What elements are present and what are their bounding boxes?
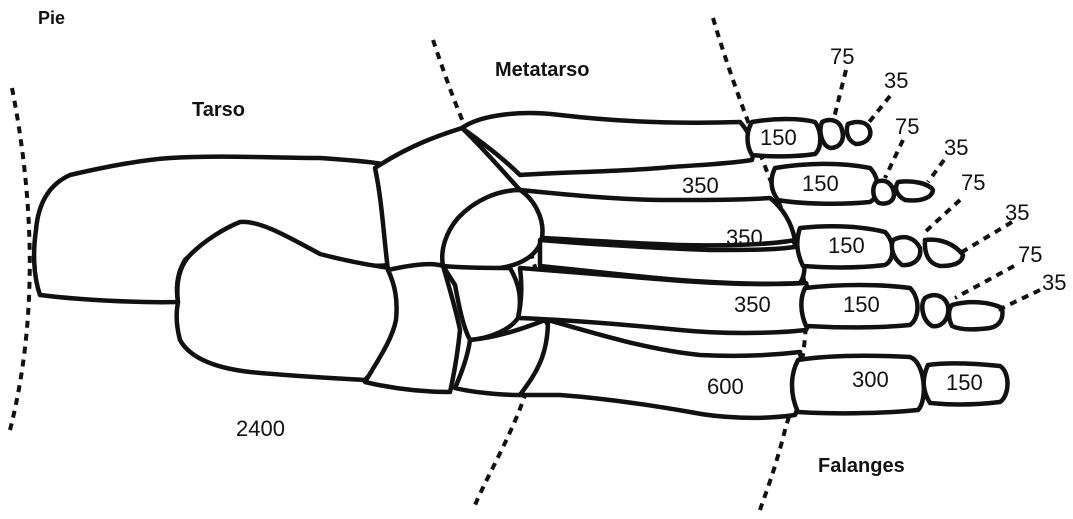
value-metatarsal-3: 350	[726, 225, 763, 250]
leader-toe4-middle	[885, 140, 903, 178]
toe2-middle-phalanx-bone	[922, 295, 948, 326]
value-toe4-distal: 35	[944, 135, 968, 160]
toe5-middle-phalanx-bone	[820, 120, 842, 148]
leader-toe4-distal	[928, 160, 944, 182]
value-metatarsal-4: 350	[682, 173, 719, 198]
toe5-distal-phalanx-bone	[847, 122, 870, 144]
label-falanges: Falanges	[818, 455, 905, 477]
value-toe5-proximal: 150	[760, 125, 797, 150]
value-toe1-proximal: 300	[852, 367, 889, 392]
value-toe5-distal: 35	[884, 68, 908, 93]
label-metatarso: Metatarso	[495, 59, 589, 81]
leader-toe5-distal	[866, 96, 890, 126]
value-toe3-proximal: 150	[828, 233, 865, 258]
toe3-distal-phalanx-bone	[925, 240, 963, 266]
label-pie: Pie	[38, 8, 65, 28]
leader-toe3-distal	[962, 222, 1012, 252]
leader-toe2-middle	[955, 266, 1014, 298]
value-toe1-distal: 150	[946, 370, 983, 395]
value-metatarsal-2: 350	[734, 292, 771, 317]
leader-toe3-middle	[925, 200, 960, 232]
label-tarso: Tarso	[192, 99, 245, 121]
value-toe2-proximal: 150	[843, 292, 880, 317]
value-toe4-proximal: 150	[802, 171, 839, 196]
value-toe2-middle: 75	[1018, 242, 1042, 267]
value-toe3-middle: 75	[961, 170, 985, 195]
value-metatarsal-1: 600	[707, 374, 744, 399]
toe3-middle-phalanx-bone	[892, 237, 920, 265]
value-tarso: 2400	[236, 416, 285, 441]
toe2-distal-phalanx-bone	[949, 302, 1003, 329]
leader-toe5-middle	[834, 70, 846, 118]
value-toe5-middle: 75	[830, 44, 854, 69]
toe4-middle-phalanx-bone	[873, 181, 894, 204]
value-toe2-distal: 35	[1042, 270, 1066, 295]
value-toe3-distal: 35	[1005, 200, 1029, 225]
ankle-boundary-line	[10, 88, 30, 430]
leader-toe2-distal	[998, 290, 1040, 310]
value-toe4-middle: 75	[895, 114, 919, 139]
metatarsal-5-bone	[462, 113, 753, 175]
toe4-distal-phalanx-bone	[896, 181, 933, 200]
